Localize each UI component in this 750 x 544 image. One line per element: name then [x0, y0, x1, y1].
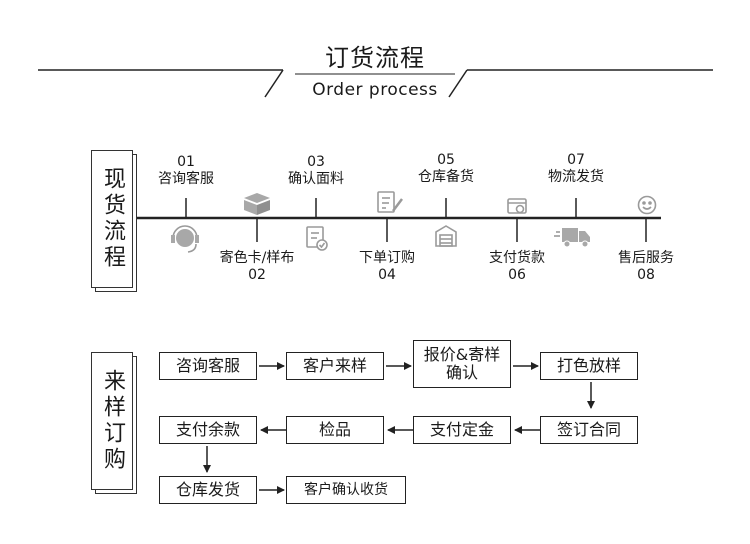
document-check-icon [306, 226, 328, 251]
step-number: 03 [307, 154, 325, 170]
box-warehouse-ship: 仓库发货 [159, 476, 257, 504]
box-consult: 咨询客服 [159, 352, 257, 380]
sample-process-label-text: 来样订购 [100, 369, 125, 473]
step-number: 04 [378, 267, 396, 283]
step-number: 01 [177, 154, 195, 170]
step-number: 08 [637, 267, 655, 283]
step-06: 支付货款 06 [489, 250, 545, 284]
document-edit-icon [377, 191, 403, 213]
payment-card-icon [507, 198, 527, 214]
warehouse-icon [435, 225, 457, 247]
step-05: 05 仓库备货 [418, 152, 474, 186]
spot-process-label: 现货流程 [91, 150, 133, 288]
step-label: 寄色卡/样布 [219, 250, 295, 266]
box-balance: 支付余款 [159, 416, 257, 444]
box-inspect: 检品 [286, 416, 384, 444]
step-01: 01 咨询客服 [158, 154, 214, 188]
step-label: 确认面料 [288, 171, 344, 187]
box-icon [244, 193, 270, 215]
box-quote-sample: 报价&寄样 确认 [413, 340, 511, 388]
headset-icon [171, 225, 199, 253]
step-08: 售后服务 08 [618, 250, 674, 284]
spot-process-label-text: 现货流程 [100, 167, 125, 271]
header-divider [38, 69, 713, 98]
step-03: 03 确认面料 [288, 154, 344, 188]
step-label: 支付货款 [489, 250, 545, 266]
step-number: 07 [567, 152, 585, 168]
step-label: 物流发货 [548, 169, 604, 185]
page-subtitle: Order process [312, 80, 438, 100]
step-label: 仓库备货 [418, 169, 474, 185]
box-contract: 签订合同 [540, 416, 638, 444]
step-number: 02 [248, 267, 266, 283]
box-client-sample: 客户来样 [286, 352, 384, 380]
step-number: 06 [508, 267, 526, 283]
step-02: 寄色卡/样布 02 [220, 250, 295, 284]
step-label: 下单订购 [359, 250, 415, 266]
step-number: 05 [437, 152, 455, 168]
step-label: 咨询客服 [158, 171, 214, 187]
timeline-ticks [185, 198, 647, 242]
page-title: 订货流程 [325, 44, 425, 72]
box-color-sample: 打色放样 [540, 352, 638, 380]
flow-arrows [203, 362, 595, 494]
truck-icon [554, 228, 590, 248]
step-07: 07 物流发货 [548, 152, 604, 186]
step-label: 售后服务 [618, 250, 674, 266]
sample-process-label: 来样订购 [91, 352, 133, 490]
box-confirm-receipt: 客户确认收货 [286, 476, 406, 504]
step-04: 下单订购 04 [359, 250, 415, 284]
smile-icon [637, 195, 657, 215]
box-deposit: 支付定金 [413, 416, 511, 444]
